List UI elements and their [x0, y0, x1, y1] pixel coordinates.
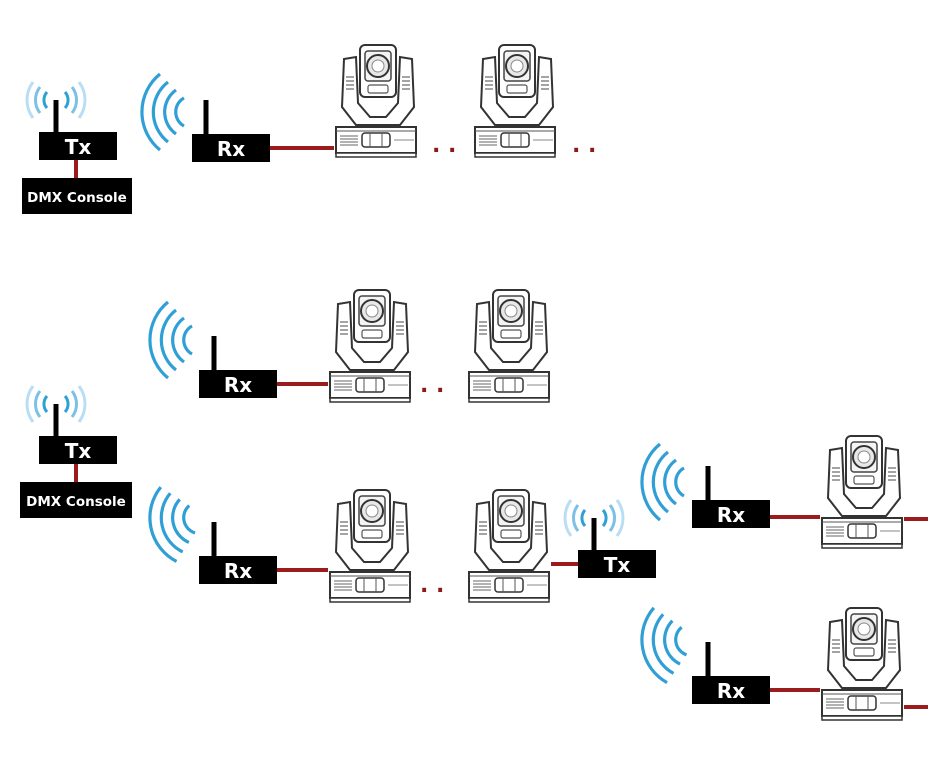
- section-multi-receiver: Tx DMX Console Rx . . Rx . .: [20, 289, 928, 721]
- rx-unit: Rx: [140, 72, 270, 162]
- tx-box: [39, 132, 117, 160]
- moving-head-light-icon: [474, 44, 556, 158]
- ellipsis: . .: [420, 373, 444, 398]
- rx-label: Rx: [717, 679, 745, 703]
- console-label: DMX Console: [27, 190, 127, 206]
- ellipsis: . .: [572, 133, 596, 158]
- moving-head-light-icon: [468, 289, 550, 403]
- ellipsis: . .: [432, 133, 456, 158]
- moving-head-light-icon: [329, 289, 411, 403]
- rx-label: Rx: [224, 373, 252, 397]
- tx-unit: Tx: [25, 384, 117, 464]
- radio-waves-icon: [640, 442, 686, 522]
- tx-label: Tx: [604, 553, 631, 577]
- rx-box: [199, 556, 277, 584]
- tx-box: [39, 436, 117, 464]
- rx-box: [192, 134, 270, 162]
- tx-label: Tx: [65, 439, 92, 463]
- moving-head-light-icon: [329, 489, 411, 603]
- relay-tx-unit: Tx: [563, 498, 656, 578]
- moving-head-light-icon: [468, 489, 550, 603]
- radio-waves-icon: [140, 72, 186, 152]
- rx-unit: Rx: [148, 300, 277, 398]
- rx-label: Rx: [717, 503, 745, 527]
- moving-head-light-icon: [821, 435, 903, 549]
- rx-box: [199, 370, 277, 398]
- section-simple-chain: Tx DMX Console Rx . . . .: [22, 44, 596, 214]
- dmx-console: DMX Console: [22, 178, 132, 214]
- rx-box: [692, 500, 770, 528]
- rx-label: Rx: [217, 137, 245, 161]
- moving-head-light-icon: [821, 607, 903, 721]
- rx-unit: Rx: [640, 442, 770, 528]
- rx-unit: Rx: [141, 480, 277, 584]
- console-label: DMX Console: [26, 494, 126, 510]
- ellipsis: . .: [420, 573, 444, 598]
- radio-waves-icon: [141, 480, 202, 567]
- radio-waves-icon: [634, 602, 693, 688]
- rx-label: Rx: [224, 559, 252, 583]
- rx-unit: Rx: [634, 602, 770, 704]
- radio-waves-icon: [148, 300, 194, 380]
- moving-head-light-icon: [335, 44, 417, 158]
- rx-box: [692, 676, 770, 704]
- tx-box: [578, 550, 656, 578]
- tx-label: Tx: [65, 135, 92, 159]
- dmx-console: DMX Console: [20, 482, 132, 518]
- tx-unit: Tx: [25, 80, 117, 160]
